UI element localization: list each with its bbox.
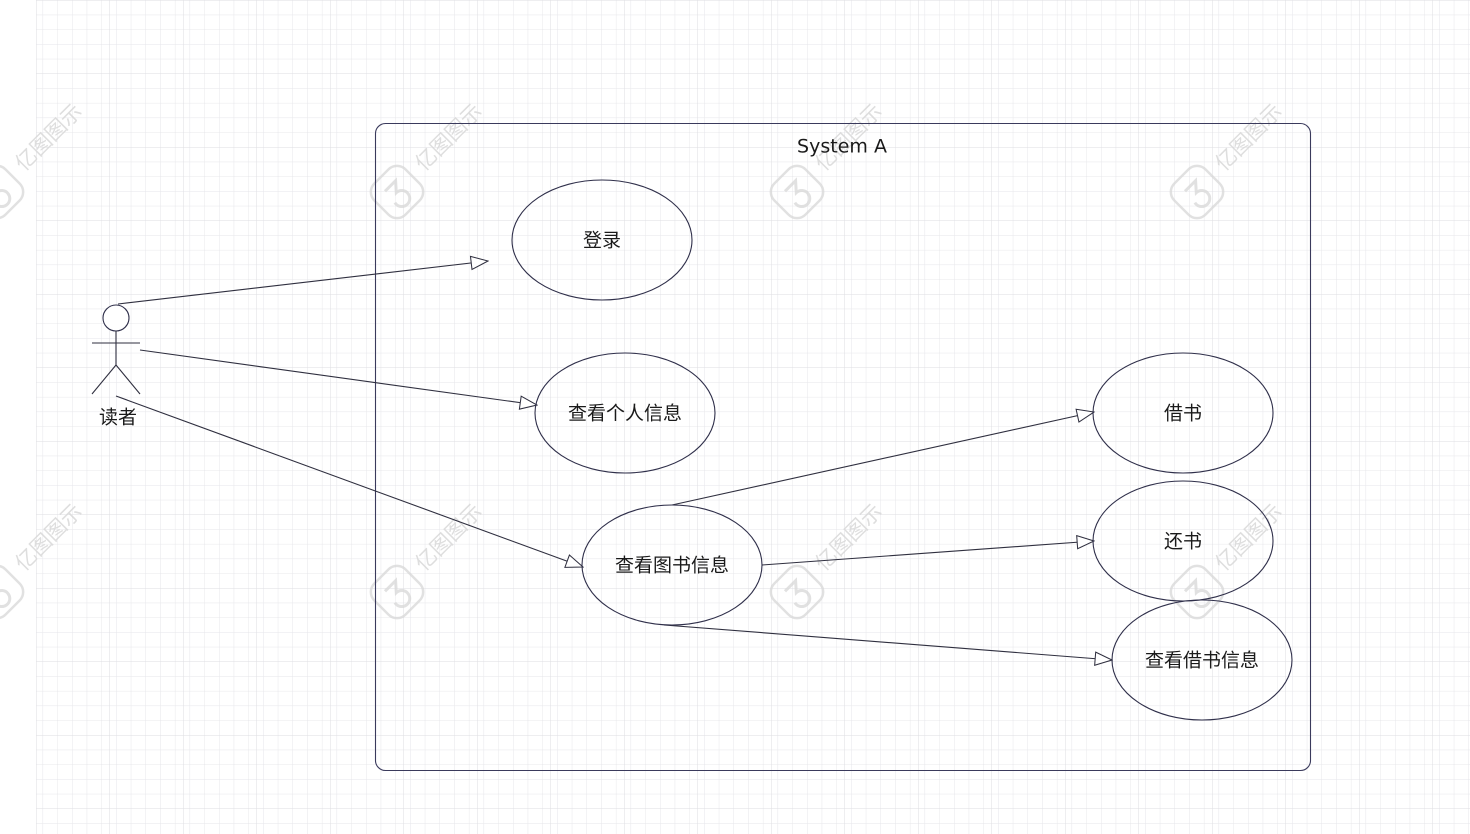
actor-reader[interactable]: 读者 <box>91 304 141 429</box>
use-case-view-borrow-info[interactable]: 查看借书信息 <box>1111 599 1293 721</box>
use-case-login[interactable]: 登录 <box>511 179 693 301</box>
use-case-ellipse[interactable] <box>581 504 763 626</box>
actor-right-leg[interactable] <box>115 364 141 395</box>
connector-reader-login[interactable] <box>117 261 488 305</box>
system-boundary[interactable]: System A <box>374 122 1312 772</box>
connector-book-info-borrow[interactable] <box>671 412 1094 506</box>
connector-book-info-return[interactable] <box>761 541 1094 566</box>
grid-background <box>36 0 1470 834</box>
use-case-ellipse[interactable] <box>534 352 716 474</box>
use-case-view-book-info[interactable]: 查看图书信息 <box>581 504 763 626</box>
use-case-ellipse[interactable] <box>1111 599 1293 721</box>
connector-reader-book-info[interactable] <box>115 395 583 567</box>
connector-layer <box>115 261 1112 660</box>
use-case-ellipse[interactable] <box>1092 352 1274 474</box>
system-title: System A <box>797 136 887 158</box>
use-case-view-personal-info[interactable]: 查看个人信息 <box>534 352 716 474</box>
actor-left-leg[interactable] <box>91 364 117 395</box>
actor-head[interactable] <box>102 304 130 332</box>
use-case-label: 查看图书信息 <box>615 555 729 577</box>
actor-label: 读者 <box>99 407 137 429</box>
use-case-label: 查看借书信息 <box>1145 650 1259 672</box>
use-case-label: 还书 <box>1164 531 1202 553</box>
use-case-borrow-book[interactable]: 借书 <box>1092 352 1274 474</box>
use-case-label: 查看个人信息 <box>568 403 682 425</box>
system-boundary-frame[interactable] <box>374 122 1312 772</box>
use-case-label: 借书 <box>1164 403 1202 425</box>
connector-reader-personal-info[interactable] <box>139 349 537 405</box>
use-case-ellipse[interactable] <box>511 179 693 301</box>
use-case-label: 登录 <box>583 230 621 252</box>
connector-book-info-borrow-info[interactable] <box>663 624 1112 660</box>
